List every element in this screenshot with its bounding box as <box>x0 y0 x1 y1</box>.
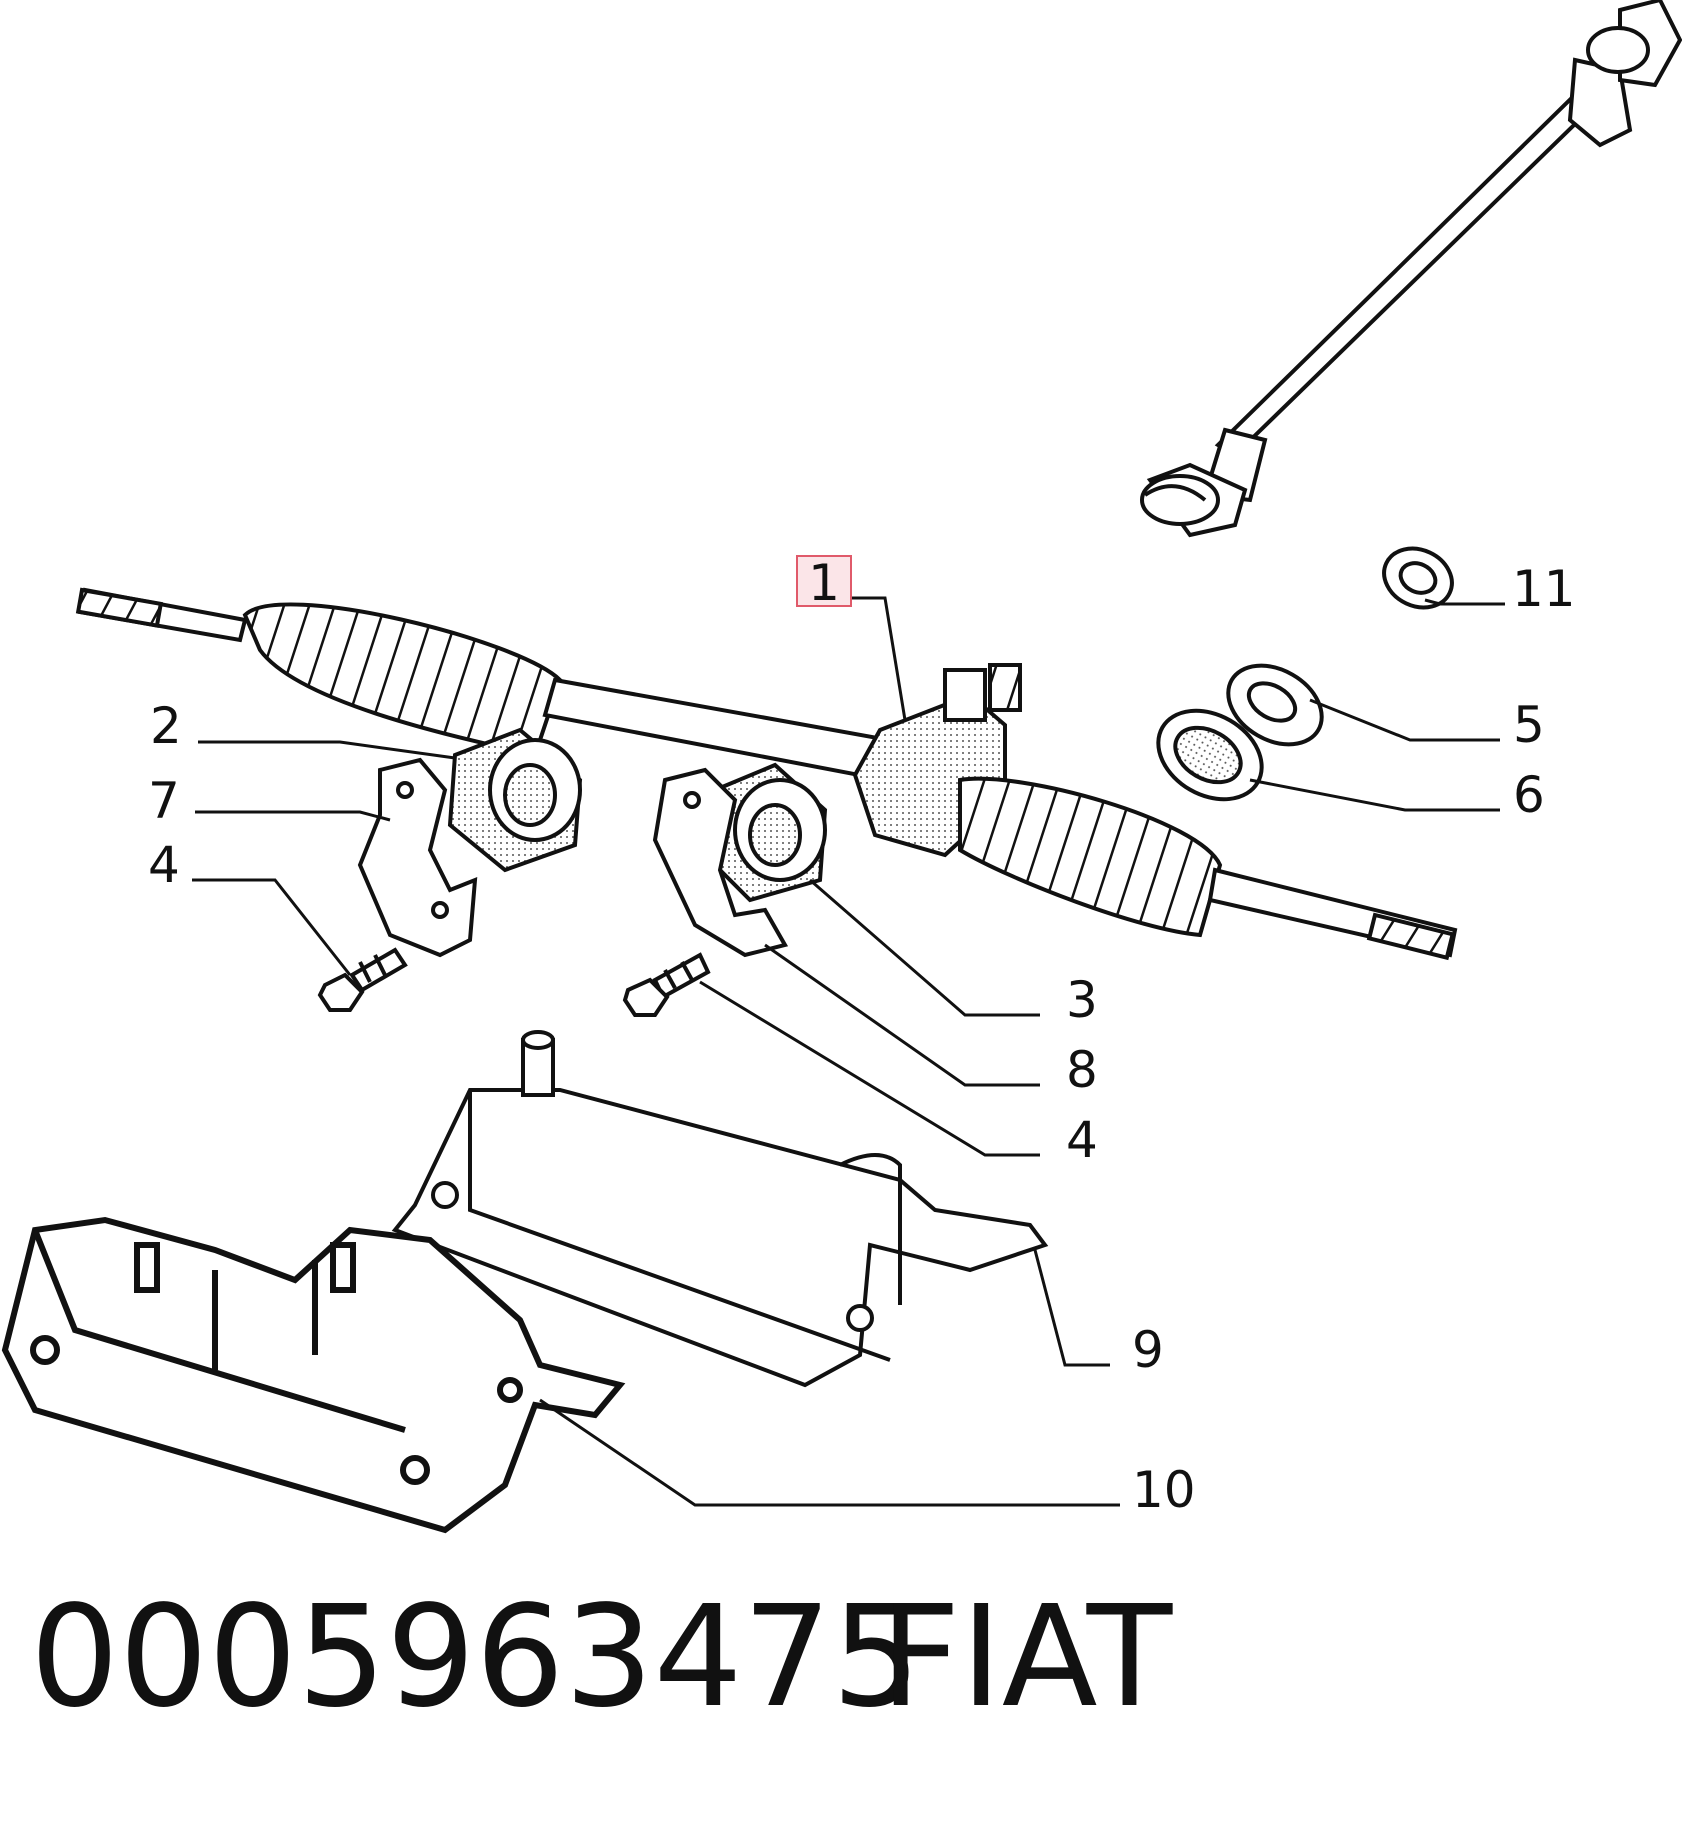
steering-column-shaft <box>1140 0 1682 538</box>
footer: 0005963475 FIAT <box>30 1576 1173 1739</box>
heat-shield-10 <box>1 1216 626 1534</box>
callout-4-center[interactable]: 4 <box>1066 1111 1098 1169</box>
callout-4-left[interactable]: 4 <box>148 836 180 894</box>
brand-name: FIAT <box>880 1576 1173 1739</box>
heat-shield-9 <box>391 1030 1049 1388</box>
leader-4-center <box>699 980 1040 1157</box>
rubber-bush-3 <box>707 762 828 903</box>
leader-6 <box>1249 778 1500 812</box>
callout-5[interactable]: 5 <box>1513 696 1545 754</box>
callout-2[interactable]: 2 <box>150 697 182 755</box>
leader-10 <box>539 1398 1120 1507</box>
rubber-bush-2 <box>447 727 583 873</box>
leader-2 <box>198 740 456 760</box>
leader-1 <box>850 596 907 721</box>
leader-5 <box>1309 698 1500 742</box>
callout-3[interactable]: 3 <box>1066 971 1098 1029</box>
steering-rack-assembly <box>75 587 1458 961</box>
leader-8 <box>764 943 1040 1087</box>
leader-lines <box>192 596 1505 1507</box>
callout-6[interactable]: 6 <box>1513 766 1545 824</box>
callout-7[interactable]: 7 <box>148 772 180 830</box>
callout-11[interactable]: 11 <box>1512 560 1576 618</box>
leader-11 <box>1424 598 1505 606</box>
bushing-5 <box>1226 663 1324 747</box>
leader-3 <box>809 878 1040 1017</box>
callout-10[interactable]: 10 <box>1132 1461 1196 1519</box>
leader-4-left <box>192 878 352 976</box>
bracket-8 <box>652 767 789 958</box>
bracket-7 <box>357 757 478 958</box>
washer-11 <box>1382 546 1454 610</box>
callout-1[interactable]: 1 <box>808 554 840 612</box>
seal-6 <box>1156 708 1264 802</box>
callout-8[interactable]: 8 <box>1066 1041 1098 1099</box>
part-number: 0005963475 <box>30 1576 921 1739</box>
bolt-4-left <box>317 947 408 1012</box>
callout-labels: 1 2 7 4 3 8 4 9 10 5 6 11 <box>148 554 1576 1519</box>
leader-7 <box>195 810 391 822</box>
callout-highlight-box <box>796 555 852 607</box>
callout-9[interactable]: 9 <box>1132 1321 1164 1379</box>
bolt-4-center <box>622 952 711 1017</box>
leader-9 <box>1033 1249 1110 1367</box>
